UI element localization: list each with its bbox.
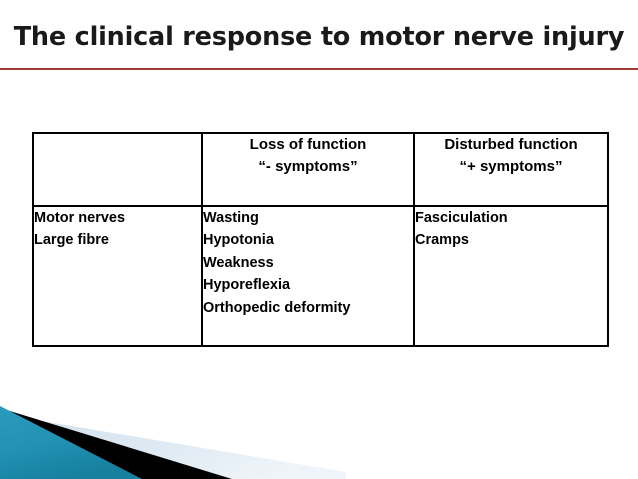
loss-item-5: Orthopedic deformity bbox=[203, 299, 351, 316]
row-loss-cell: Wasting Hypotonia Weakness Hyporeflexia … bbox=[201, 205, 415, 347]
loss-item-4: Hyporeflexia bbox=[203, 277, 291, 294]
corner-triangles-graphic bbox=[0, 406, 346, 479]
disturbed-item-1: Fasciculation bbox=[415, 210, 508, 226]
table-header-row: Loss of function “- symptoms” Disturbed … bbox=[32, 132, 609, 207]
disturbed-item-2: Cramps bbox=[415, 232, 469, 249]
header-cell-disturbed-function: Disturbed function “+ symptoms” bbox=[413, 132, 609, 207]
loss-item-2: Hypotonia bbox=[203, 232, 274, 249]
header-disturbed-line-2: “+ symptoms” bbox=[459, 157, 563, 175]
black-wedge bbox=[0, 408, 232, 479]
page-title: The clinical response to motor nerve inj… bbox=[13, 22, 625, 52]
header-cell-loss-of-function: Loss of function “- symptoms” bbox=[201, 132, 415, 207]
loss-item-1: Wasting bbox=[203, 210, 259, 226]
row-label-line-1: Motor nerves bbox=[34, 210, 126, 226]
header-loss-line-2: “- symptoms” bbox=[258, 157, 358, 175]
teal-triangle bbox=[0, 406, 142, 479]
row-label-line-2: Large fibre bbox=[34, 232, 109, 249]
row-disturbed-cell: Fasciculation Cramps bbox=[413, 205, 609, 347]
header-loss-line-1: Loss of function bbox=[249, 136, 367, 153]
table-row: Motor nerves Large fibre Wasting Hypoton… bbox=[32, 205, 609, 347]
loss-item-3: Weakness bbox=[203, 254, 274, 271]
clinical-response-table: Loss of function “- symptoms” Disturbed … bbox=[32, 132, 609, 347]
title-divider-rule bbox=[0, 68, 638, 70]
row-label-cell-motor-nerves: Motor nerves Large fibre bbox=[32, 205, 203, 347]
header-cell-blank bbox=[32, 132, 203, 207]
header-disturbed-line-1: Disturbed function bbox=[444, 136, 578, 153]
pale-blue-wedge bbox=[0, 414, 346, 479]
